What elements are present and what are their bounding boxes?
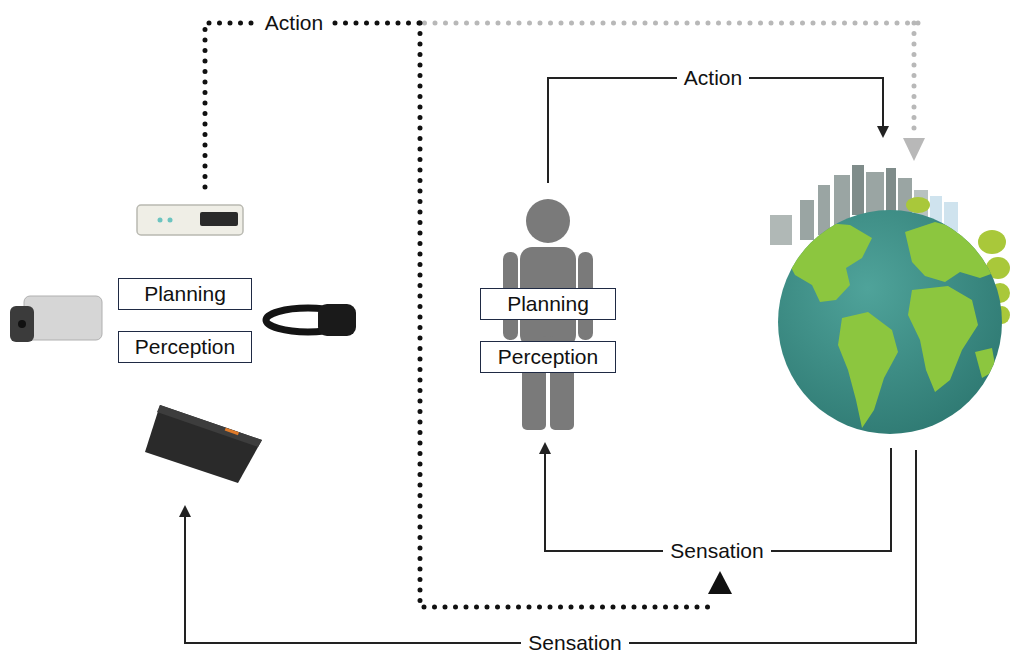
- arrow-label: Sensation: [663, 538, 770, 563]
- arrowhead-grey: [903, 138, 925, 161]
- solid-arrows: [185, 78, 916, 643]
- human-figure: [503, 199, 593, 430]
- arrowheads: [179, 126, 889, 517]
- text-box: Perception: [118, 331, 252, 363]
- text-box: Planning: [480, 288, 616, 320]
- sensor-belt: [137, 205, 243, 235]
- box-text: Perception: [135, 334, 235, 359]
- depth-camera: [10, 296, 102, 342]
- arrowhead-black: [708, 571, 732, 594]
- box-text: Perception: [498, 344, 598, 369]
- earth-globe: [778, 210, 1002, 434]
- arrow-label: Sensation: [521, 630, 628, 655]
- dotted-arrows: [205, 23, 918, 607]
- pressure-mat: [145, 405, 262, 483]
- box-text: Planning: [144, 281, 226, 306]
- ar-headset: [266, 304, 356, 336]
- box-text: Planning: [507, 291, 589, 316]
- arrow-label: Action: [677, 65, 749, 90]
- text-box: Planning: [118, 278, 252, 310]
- arrow-label: Action: [258, 10, 330, 35]
- text-box: Perception: [480, 341, 616, 373]
